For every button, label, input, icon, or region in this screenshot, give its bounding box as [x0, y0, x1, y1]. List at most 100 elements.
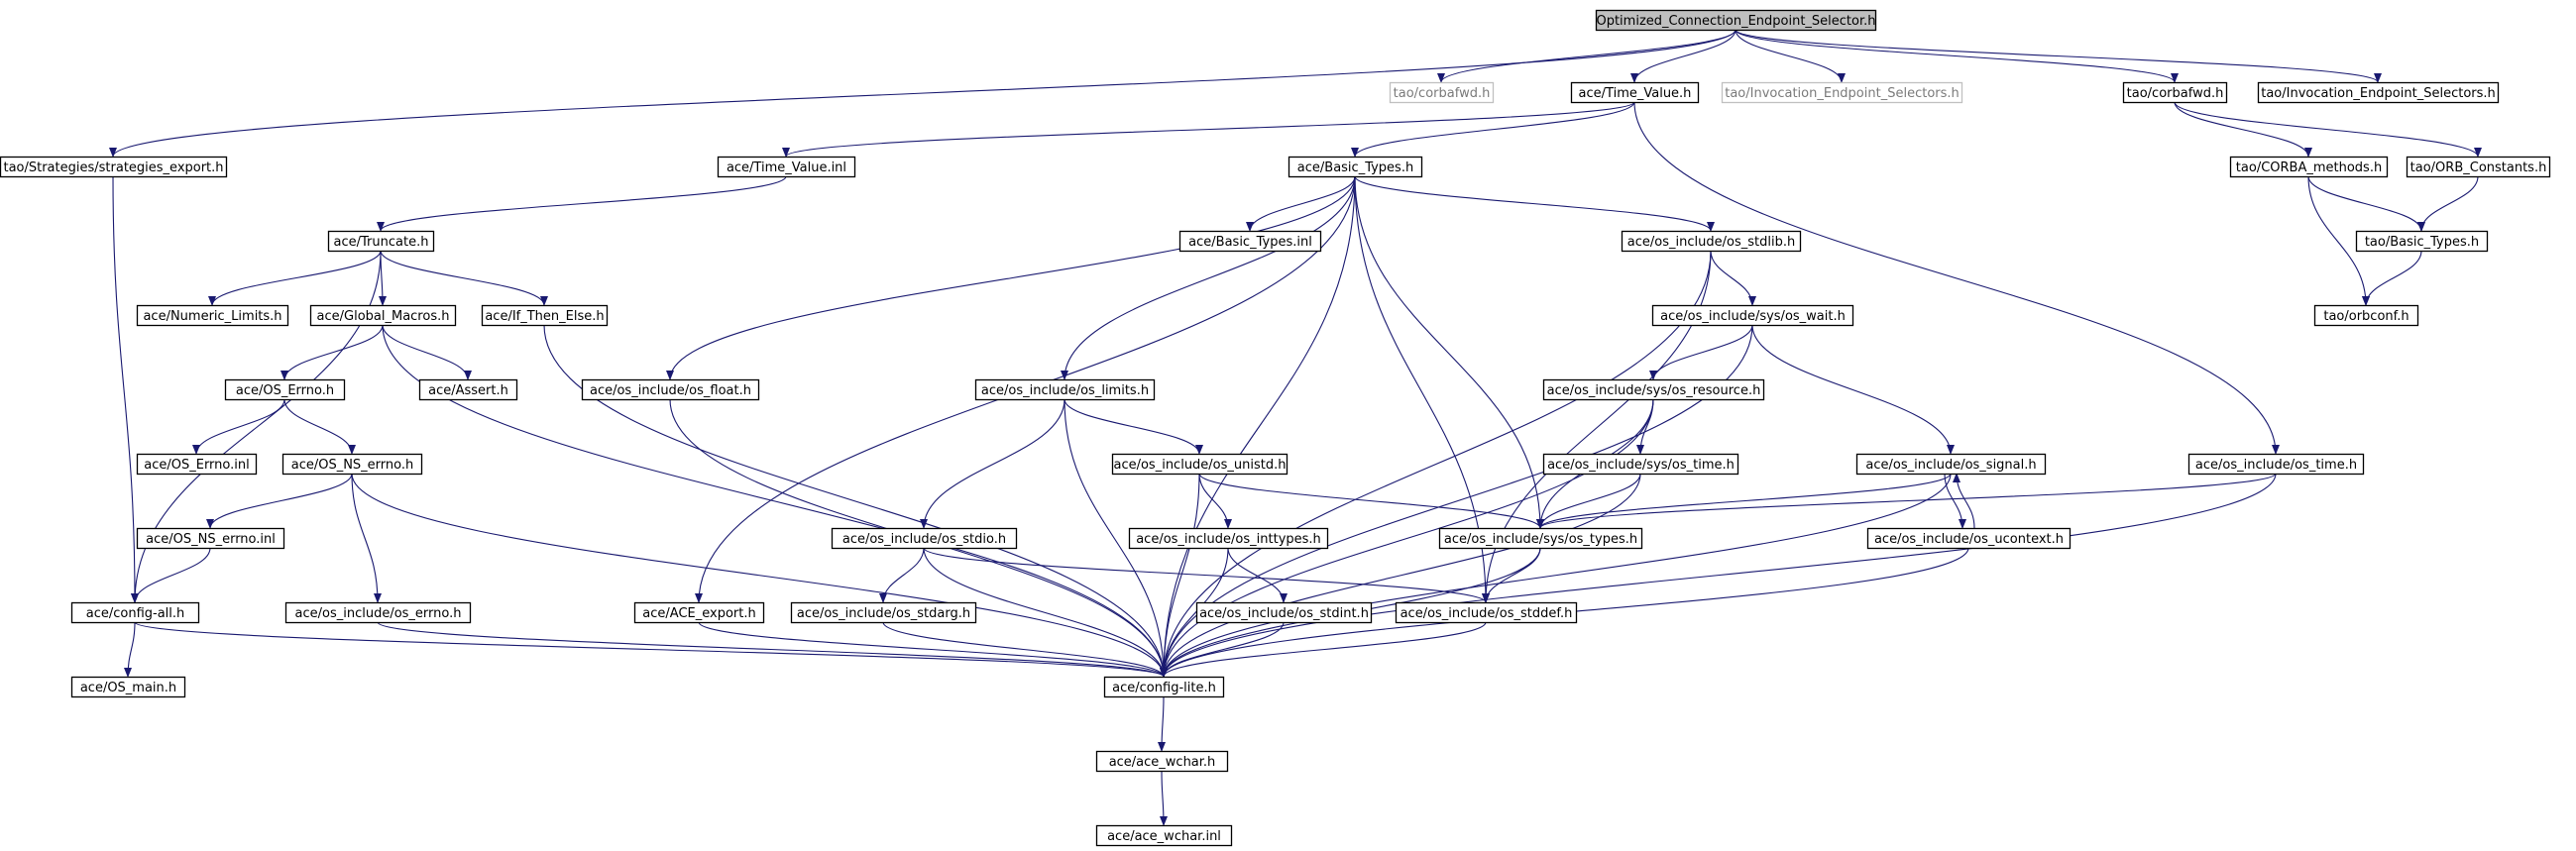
node-ace-basic-types-h[interactable]: ace/Basic_Types.h [1288, 156, 1423, 178]
node-box [1570, 81, 1700, 104]
node-tao-corba-methods-h[interactable]: tao/CORBA_methods.h [2229, 156, 2389, 178]
node-label: ace/os_include/sys/os_types.h [1444, 532, 1637, 547]
node-ace-os-include-os-errno-h[interactable]: ace/os_include/os_errno.h [284, 601, 472, 624]
node-ace-os-main-h[interactable]: ace/OS_main.h [70, 676, 186, 698]
node-box [1542, 378, 1765, 401]
edge-time_value_h-to-os_time [1633, 101, 2280, 455]
node-box [831, 527, 1018, 550]
node-ace-ace-wchar-h[interactable]: ace/ace_wchar.h [1095, 750, 1229, 773]
node-box [281, 453, 423, 476]
node-label: ace/Truncate.h [334, 235, 429, 250]
node-ace-os-include-os-limits-h[interactable]: ace/os_include/os_limits.h [974, 378, 1156, 401]
node-ace-os-ns-errno-h[interactable]: ace/OS_NS_errno.h [281, 453, 423, 476]
node-box [633, 601, 765, 624]
edge-os_limits-to-os_stdio [920, 398, 1065, 529]
node-ace-config-all-h[interactable]: ace/config-all.h [70, 601, 200, 624]
node-ace-global-macros-h[interactable]: ace/Global_Macros.h [309, 304, 457, 327]
node-ace-basic-types-inl[interactable]: ace/Basic_Types.inl [1178, 230, 1322, 253]
node-label: ace/os_include/os_ucontext.h [1874, 532, 2064, 547]
node-ace-if-then-else-h[interactable]: ace/If_Then_Else.h [481, 304, 609, 327]
node-box [327, 230, 435, 253]
node-ace-os-include-os-stdarg-h[interactable]: ace/os_include/os_stdarg.h [790, 601, 977, 624]
edge-root-to-time_value_h [1630, 29, 1736, 83]
edge-config_all-to-config_lite [134, 621, 1168, 678]
node-label: ace/Assert.h [428, 383, 508, 398]
node-ace-numeric-limits-h[interactable]: ace/Numeric_Limits.h [136, 304, 289, 327]
node-label: ace/os_include/os_stdarg.h [797, 606, 970, 621]
node-ace-os-include-os-stdio-h[interactable]: ace/os_include/os_stdio.h [831, 527, 1018, 550]
node-label: ace/os_include/os_stdio.h [842, 532, 1006, 547]
node-ace-os-include-os-signal-h[interactable]: ace/os_include/os_signal.h [1855, 453, 2047, 476]
node-ace-os-include-sys-os-time-h[interactable]: ace/os_include/sys/os_time.h [1542, 453, 1739, 476]
node-tao-invocation-endpoint-selectors-h[interactable]: tao/Invocation_Endpoint_Selectors.h [1721, 81, 1963, 104]
node-ace-os-include-sys-os-resource-h[interactable]: ace/os_include/sys/os_resource.h [1542, 378, 1765, 401]
edge-os_limits-to-config_lite [1064, 398, 1168, 678]
node-box [2229, 156, 2389, 178]
node-optimized-connection-endpoint-selector-h[interactable]: Optimized_Connection_Endpoint_Selector.h [1595, 9, 1877, 32]
node-ace-os-include-os-float-h[interactable]: ace/os_include/os_float.h [581, 378, 760, 401]
edge-os_signal-to-os_ucontext [1944, 473, 1966, 529]
edge-root-to-ies_b [1735, 29, 2382, 83]
node-ace-os-include-sys-os-types-h[interactable]: ace/os_include/sys/os_types.h [1438, 527, 1643, 550]
node-tao-orbconf-h[interactable]: tao/orbconf.h [2313, 304, 2419, 327]
node-ace-os-include-os-stdlib-h[interactable]: ace/os_include/os_stdlib.h [1621, 230, 1802, 253]
node-label: ace/os_include/os_signal.h [1865, 458, 2036, 473]
edge-strategies_export-to-config_all [112, 175, 139, 603]
node-ace-os-include-os-unistd-h[interactable]: ace/os_include/os_unistd.h [1111, 453, 1288, 476]
node-ace-time-value-inl[interactable]: ace/Time_Value.inl [717, 156, 856, 178]
node-box [1288, 156, 1423, 178]
edge-global_macros-to-config_lite [382, 324, 1168, 678]
node-ace-os-include-os-inttypes-h[interactable]: ace/os_include/os_inttypes.h [1128, 527, 1329, 550]
node-ace-os-include-os-time-h[interactable]: ace/os_include/os_time.h [2187, 453, 2365, 476]
edge-basic_types_tao-to-orbconf [2362, 250, 2422, 306]
node-ace-os-include-os-stdint-h[interactable]: ace/os_include/os_stdint.h [1195, 601, 1373, 624]
node-ace-ace-export-h[interactable]: ace/ACE_export.h [633, 601, 765, 624]
edge-time_value_h-to-time_value_inl [782, 101, 1635, 158]
node-ace-os-errno-inl[interactable]: ace/OS_Errno.inl [136, 453, 258, 476]
node-tao-invocation-endpoint-selectors-h[interactable]: tao/Invocation_Endpoint_Selectors.h [2257, 81, 2500, 104]
node-box [581, 378, 760, 401]
node-label: ace/OS_main.h [80, 681, 176, 695]
node-label: ace/os_include/os_unistd.h [1113, 458, 1286, 473]
node-ace-truncate-h[interactable]: ace/Truncate.h [327, 230, 435, 253]
node-tao-strategies-strategies-export-h[interactable]: tao/Strategies/strategies_export.h [0, 156, 228, 178]
node-tao-corbafwd-h[interactable]: tao/corbafwd.h [1389, 81, 1495, 104]
node-label: ace/OS_NS_errno.h [291, 458, 414, 473]
edge-global_macros-to-assert [382, 324, 472, 380]
node-box [284, 601, 472, 624]
node-label: tao/Basic_Types.h [2365, 235, 2479, 250]
node-ace-os-include-os-ucontext-h[interactable]: ace/os_include/os_ucontext.h [1866, 527, 2072, 550]
node-label: ace/Basic_Types.h [1297, 160, 1413, 175]
node-box [1395, 601, 1578, 624]
node-label: ace/os_include/os_float.h [590, 383, 751, 398]
edge-os_stdlib-to-sys_os_wait [1710, 250, 1756, 306]
node-ace-os-include-os-stddef-h[interactable]: ace/os_include/os_stddef.h [1395, 601, 1578, 624]
node-label: ace/config-lite.h [1112, 681, 1216, 695]
node-label: ace/OS_Errno.h [236, 383, 334, 398]
edge-os_stdarg-to-config_lite [882, 621, 1168, 678]
node-ace-config-lite-h[interactable]: ace/config-lite.h [1103, 676, 1225, 698]
node-tao-corbafwd-h[interactable]: tao/corbafwd.h [2122, 81, 2228, 104]
node-label: tao/Invocation_Endpoint_Selectors.h [1725, 86, 1960, 101]
node-ace-os-ns-errno-inl[interactable]: ace/OS_NS_errno.inl [136, 527, 285, 550]
node-ace-ace-wchar-inl[interactable]: ace/ace_wchar.inl [1095, 824, 1233, 847]
node-box [2313, 304, 2419, 327]
edge-os_stdio-to-os_stdarg [879, 547, 925, 603]
edge-os_ns_errno_h-to-config_lite [351, 473, 1168, 678]
edge-truncate-to-global_macros [378, 250, 387, 306]
edge-basic_types_ace-to-config_lite [1160, 175, 1356, 678]
node-ace-os-errno-h[interactable]: ace/OS_Errno.h [224, 378, 346, 401]
edge-config_all-to-os_main [124, 621, 136, 678]
node-ace-os-include-sys-os-wait-h[interactable]: ace/os_include/sys/os_wait.h [1651, 304, 1854, 327]
node-label: tao/orbconf.h [2323, 309, 2408, 324]
node-tao-basic-types-h[interactable]: tao/Basic_Types.h [2355, 230, 2489, 253]
node-ace-time-value-h[interactable]: ace/Time_Value.h [1570, 81, 1700, 104]
node-label: ace/os_include/sys/os_resource.h [1547, 383, 1761, 398]
node-label: ace/os_include/os_inttypes.h [1136, 532, 1321, 547]
node-tao-orb-constants-h[interactable]: tao/ORB_Constants.h [2406, 156, 2551, 178]
node-box [790, 601, 977, 624]
node-ace-assert-h[interactable]: ace/Assert.h [418, 378, 518, 401]
edge-orb_constants-to-basic_types_tao [2417, 175, 2479, 232]
node-label: tao/corbafwd.h [2127, 86, 2224, 101]
